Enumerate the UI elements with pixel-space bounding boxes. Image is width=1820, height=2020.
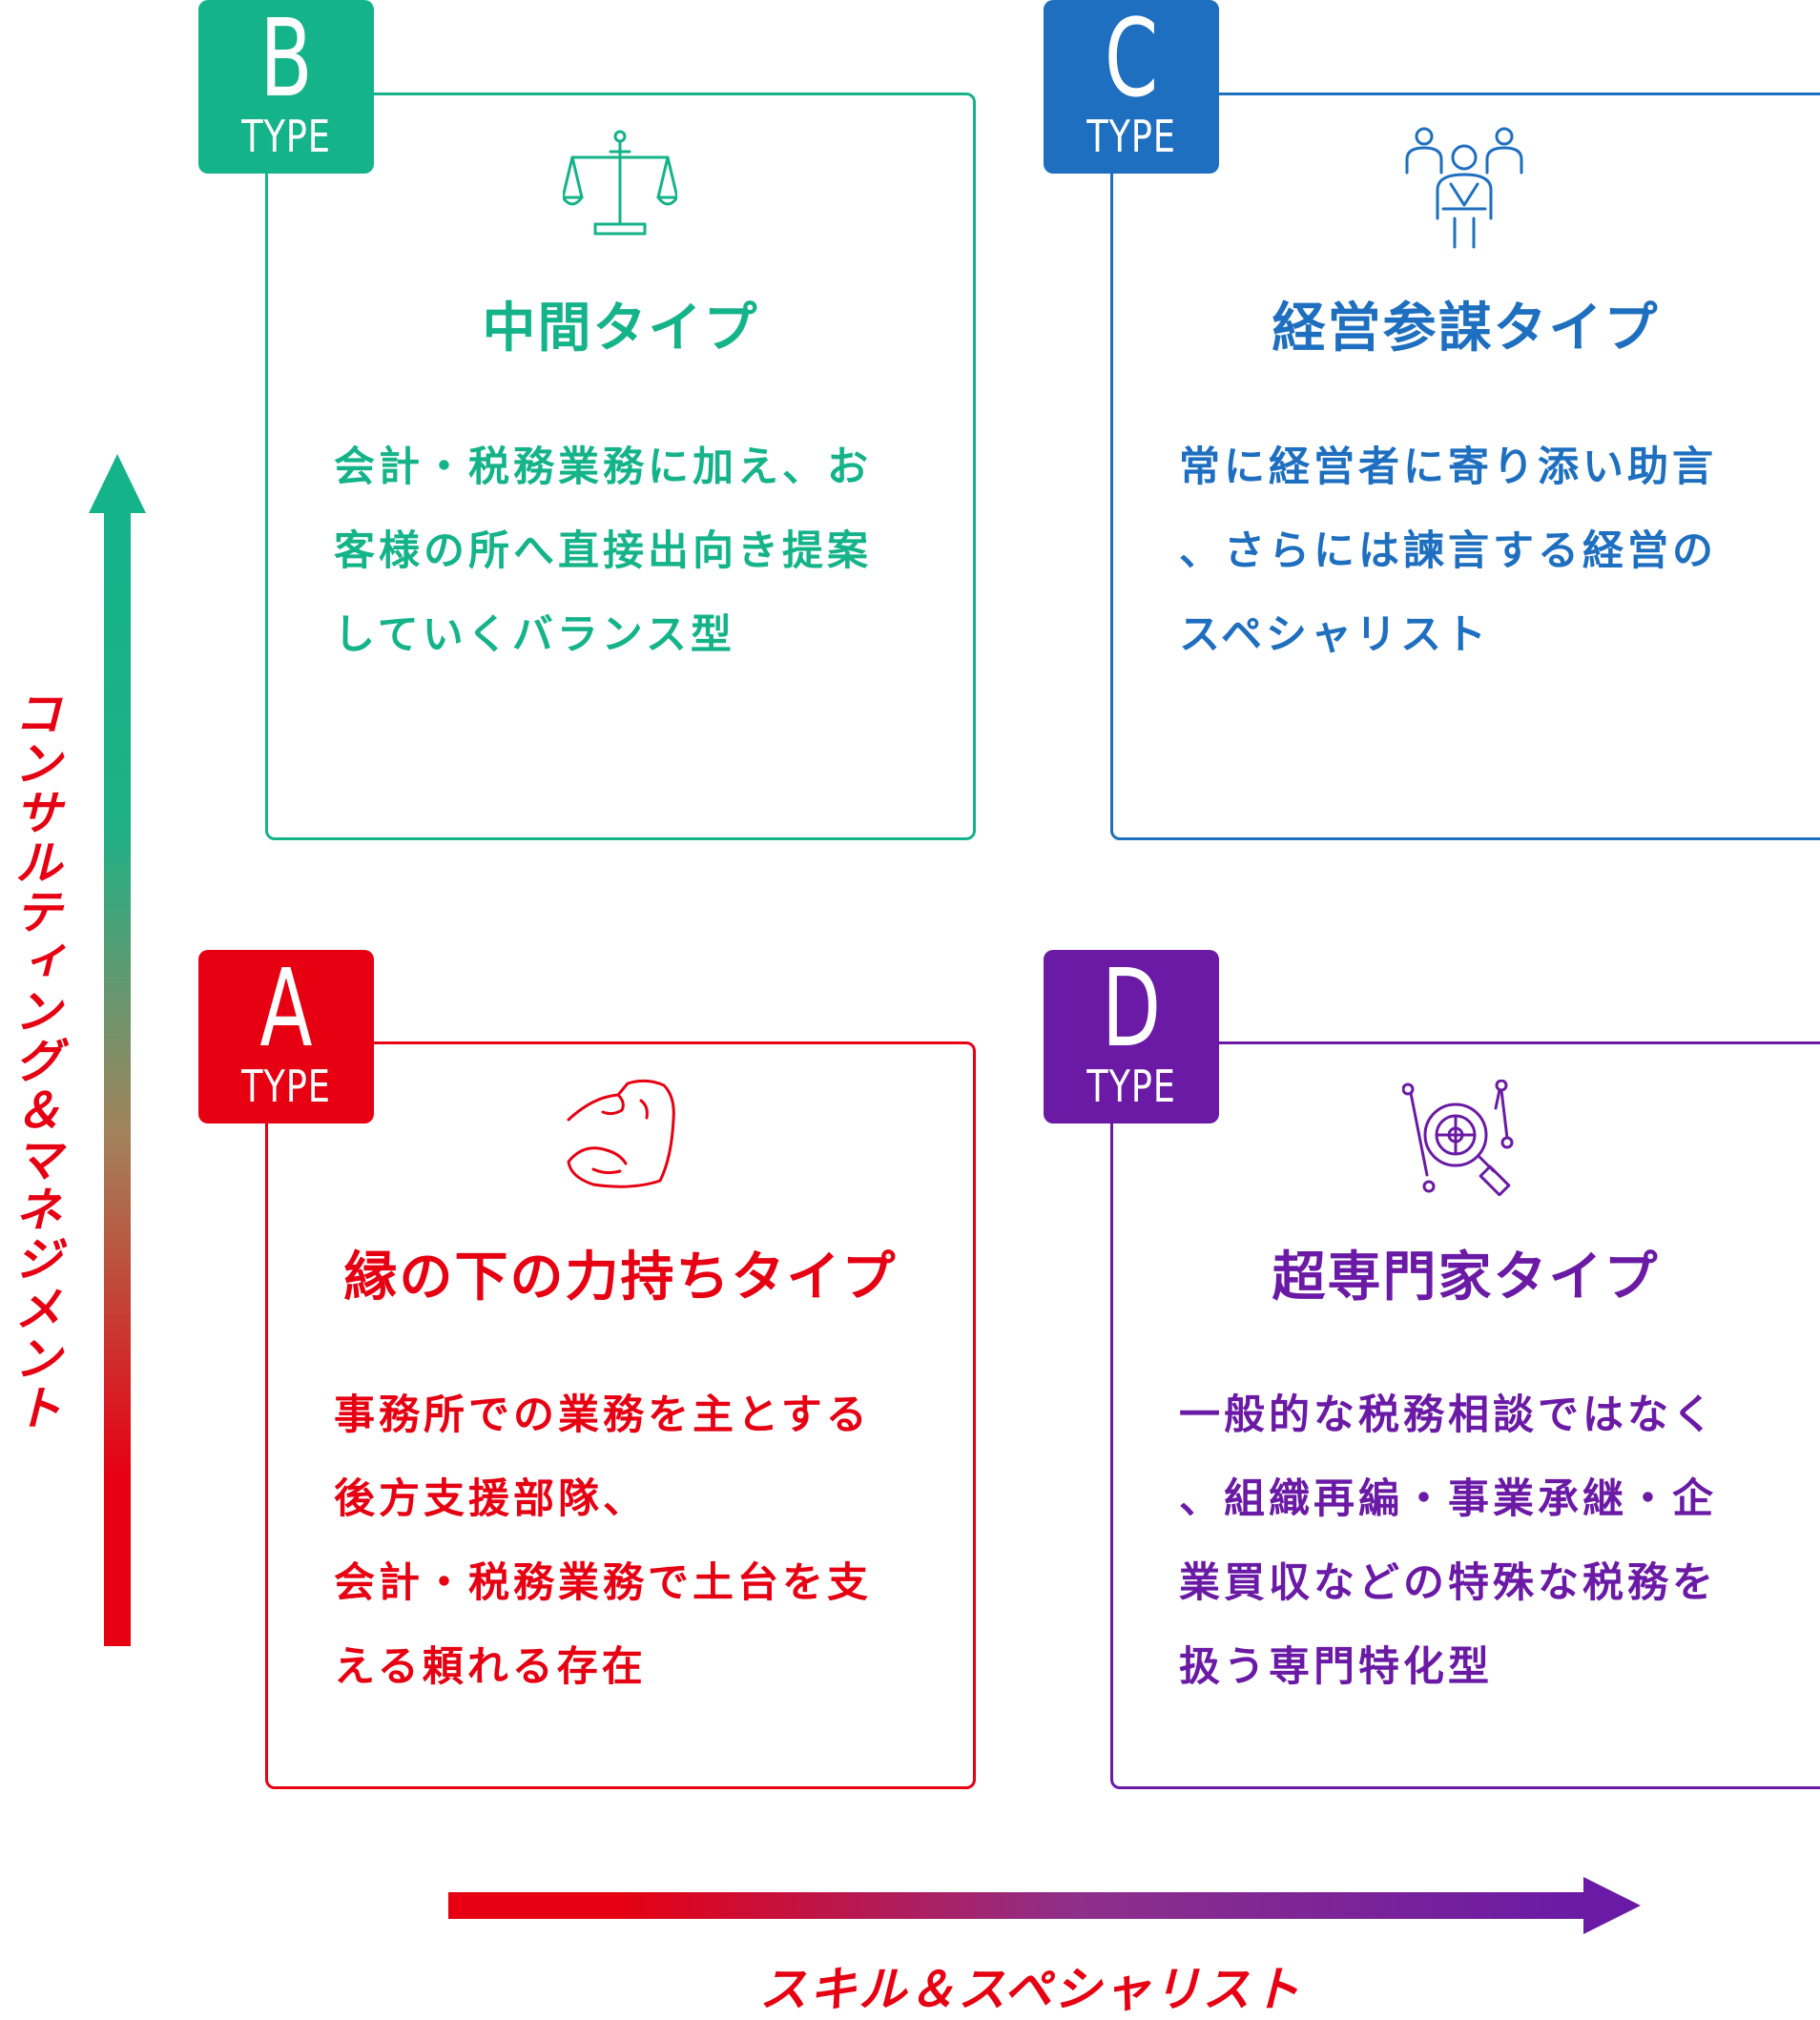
quadrant-c-card bbox=[1110, 93, 1820, 840]
quadrant-d-badge: D TYPE bbox=[1044, 950, 1219, 1123]
quadrant-d-line: 扱う専門特化型 bbox=[1179, 1643, 1493, 1691]
quadrant-c-letter: C bbox=[1104, 0, 1159, 121]
flexed-arm-icon bbox=[567, 1079, 675, 1188]
quadrant-c-title: 経営参謀タイプ bbox=[1272, 298, 1660, 360]
quadrant-c-line: 、さらには諫言する経営の bbox=[1179, 527, 1717, 575]
quadrant-b-line: していくバランス型 bbox=[334, 611, 735, 659]
quadrant-a-title: 縁の下の力持ちタイプ bbox=[343, 1247, 898, 1309]
quadrant-b-description: 会計・税務業務に加え、お 客様の所へ直接出向き提案 していくバランス型 bbox=[334, 425, 872, 677]
quadrant-d-letter: D bbox=[1101, 947, 1162, 1071]
vertical-axis-arrow bbox=[89, 454, 146, 1646]
quadrant-b-letter: B bbox=[259, 0, 313, 121]
quadrant-d-description: 一般的な税務相談ではなく 、組織再編・事業承継・企 業買収などの特殊な税務を 扱… bbox=[1179, 1373, 1717, 1709]
quadrant-b-type-label: TYPE bbox=[241, 111, 331, 162]
quadrant-c-line: スペシャリスト bbox=[1179, 611, 1490, 659]
horizontal-axis-label: スキル＆スペシャリスト bbox=[759, 1962, 1302, 2017]
quadrant-a-badge: A TYPE bbox=[198, 950, 374, 1123]
quadrant-a-line: 後方支援部隊、 bbox=[334, 1475, 648, 1523]
quadrant-b-line: 会計・税務業務に加え、お bbox=[334, 443, 872, 491]
quadrant-b-line: 客様の所へ直接出向き提案 bbox=[334, 527, 872, 575]
quadrant-a-card bbox=[265, 1041, 976, 1789]
horizontal-axis-arrow bbox=[448, 1877, 1641, 1934]
quadrant-a-description: 事務所での業務を主とする 後方支援部隊、 会計・税務業務で土台を支 える頼れる存… bbox=[334, 1373, 872, 1709]
quadrant-d-card bbox=[1110, 1041, 1820, 1789]
scales-icon bbox=[563, 130, 677, 236]
team-icon bbox=[1405, 127, 1523, 249]
quadrant-a-line: える頼れる存在 bbox=[334, 1643, 647, 1691]
quadrant-a-line: 会計・税務業務で土台を支 bbox=[334, 1559, 872, 1607]
magnifier-network-icon bbox=[1402, 1080, 1514, 1196]
quadrant-b-title: 中間タイプ bbox=[482, 298, 759, 360]
quadrant-a-line: 事務所での業務を主とする bbox=[334, 1391, 871, 1439]
quadrant-a-type-label: TYPE bbox=[241, 1061, 331, 1112]
quadrant-c-type-label: TYPE bbox=[1086, 111, 1176, 162]
quadrant-c-description: 常に経営者に寄り添い助言 、さらには諫言する経営の スペシャリスト bbox=[1179, 425, 1717, 677]
vertical-axis-label: コンサルティング＆マネジメント bbox=[7, 689, 62, 1433]
quadrant-c-badge: C TYPE bbox=[1044, 0, 1219, 174]
quadrant-d-line: 、組織再編・事業承継・企 bbox=[1179, 1475, 1717, 1523]
quadrant-b-badge: B TYPE bbox=[198, 0, 374, 174]
quadrant-d-type-label: TYPE bbox=[1086, 1061, 1176, 1112]
quadrant-d-title: 超専門家タイプ bbox=[1272, 1247, 1660, 1309]
quadrant-d-line: 一般的な税務相談ではなく bbox=[1179, 1391, 1717, 1439]
quadrant-d-line: 業買収などの特殊な税務を bbox=[1179, 1559, 1717, 1607]
quadrant-a-letter: A bbox=[259, 947, 313, 1071]
quadrant-c-line: 常に経営者に寄り添い助言 bbox=[1179, 443, 1717, 491]
